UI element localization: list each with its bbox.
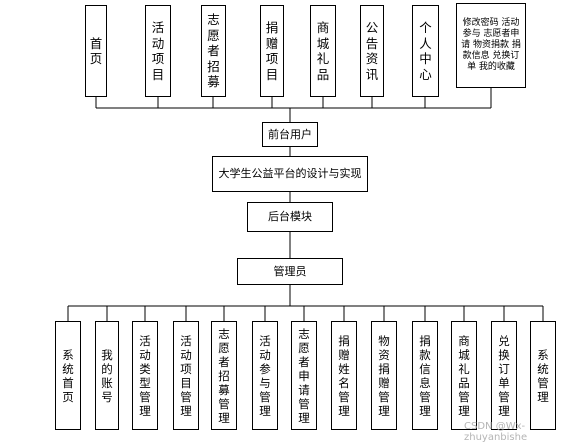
- module-label: 首页: [89, 35, 103, 67]
- admin-module-label: 活动项目管理: [180, 333, 192, 418]
- admin-module-donation-info: 捐款信息管理: [412, 321, 438, 430]
- admin-node: 管理员: [237, 258, 343, 285]
- module-mall-gifts: 商城礼品: [310, 5, 336, 97]
- admin-module-label: 捐赠姓名管理: [338, 333, 350, 418]
- admin-module-material-donation: 物资捐赠管理: [371, 321, 397, 430]
- admin-module-label: 兑换订单管理: [498, 333, 510, 418]
- admin-module-label: 系统管理: [537, 347, 549, 404]
- module-activity-projects: 活动项目: [145, 5, 171, 97]
- personal-center-details-text: 修改密码 活动参与 志愿者申请 物资捐款 捐款信息 兑换订单 我的收藏: [461, 18, 521, 72]
- front-user-label: 前台用户: [268, 127, 312, 141]
- module-donation-projects: 捐赠项目: [260, 5, 284, 97]
- module-announcements: 公告资讯: [360, 5, 384, 97]
- admin-module-my-account: 我的账号: [95, 321, 119, 430]
- admin-module-label: 物资捐赠管理: [378, 333, 390, 418]
- backend-module-node: 后台模块: [247, 202, 333, 232]
- module-personal-center: 个人中心: [412, 5, 439, 97]
- admin-module-label: 志愿者申请管理: [298, 326, 310, 425]
- admin-module-label: 商城礼品管理: [458, 333, 470, 418]
- admin-module-label: 捐款信息管理: [419, 333, 431, 418]
- admin-module-label: 活动类型管理: [139, 333, 151, 418]
- module-label: 活动项目: [151, 20, 165, 82]
- module-label: 捐赠项目: [265, 20, 279, 82]
- admin-module-activity-type: 活动类型管理: [132, 321, 158, 430]
- module-label: 公告资讯: [365, 20, 379, 82]
- admin-module-activity-participation: 活动参与管理: [252, 321, 278, 430]
- system-title-label: 大学生公益平台的设计与实现: [218, 167, 362, 180]
- admin-module-donor-names: 捐赠姓名管理: [331, 321, 357, 430]
- admin-module-mall-gifts: 商城礼品管理: [451, 321, 477, 430]
- admin-module-label: 系统首页: [62, 347, 74, 404]
- admin-module-system-home: 系统首页: [55, 321, 81, 430]
- admin-module-label: 志愿者招募管理: [218, 326, 230, 425]
- csdn-watermark: CSDN @Wx-zhuyanbishe: [464, 421, 528, 443]
- backend-module-label: 后台模块: [268, 210, 312, 223]
- admin-module-volunteer-application: 志愿者申请管理: [291, 321, 317, 430]
- admin-module-activity-projects: 活动项目管理: [173, 321, 199, 430]
- module-label: 个人中心: [419, 20, 432, 82]
- module-volunteer-recruit: 志愿者招募: [201, 5, 226, 97]
- front-user-node: 前台用户: [262, 122, 318, 147]
- admin-module-volunteer-recruit: 志愿者招募管理: [211, 321, 237, 430]
- admin-module-system-management: 系统管理: [530, 321, 556, 430]
- admin-module-exchange-orders: 兑换订单管理: [491, 321, 517, 430]
- admin-module-label: 活动参与管理: [259, 333, 271, 418]
- module-label: 志愿者招募: [207, 12, 220, 90]
- admin-module-label: 我的账号: [101, 347, 113, 404]
- module-label: 商城礼品: [316, 20, 330, 82]
- personal-center-details: 修改密码 活动参与 志愿者申请 物资捐款 捐款信息 兑换订单 我的收藏: [456, 3, 526, 88]
- admin-label: 管理员: [273, 264, 307, 278]
- module-home: 首页: [85, 5, 107, 97]
- system-title-node: 大学生公益平台的设计与实现: [212, 156, 368, 192]
